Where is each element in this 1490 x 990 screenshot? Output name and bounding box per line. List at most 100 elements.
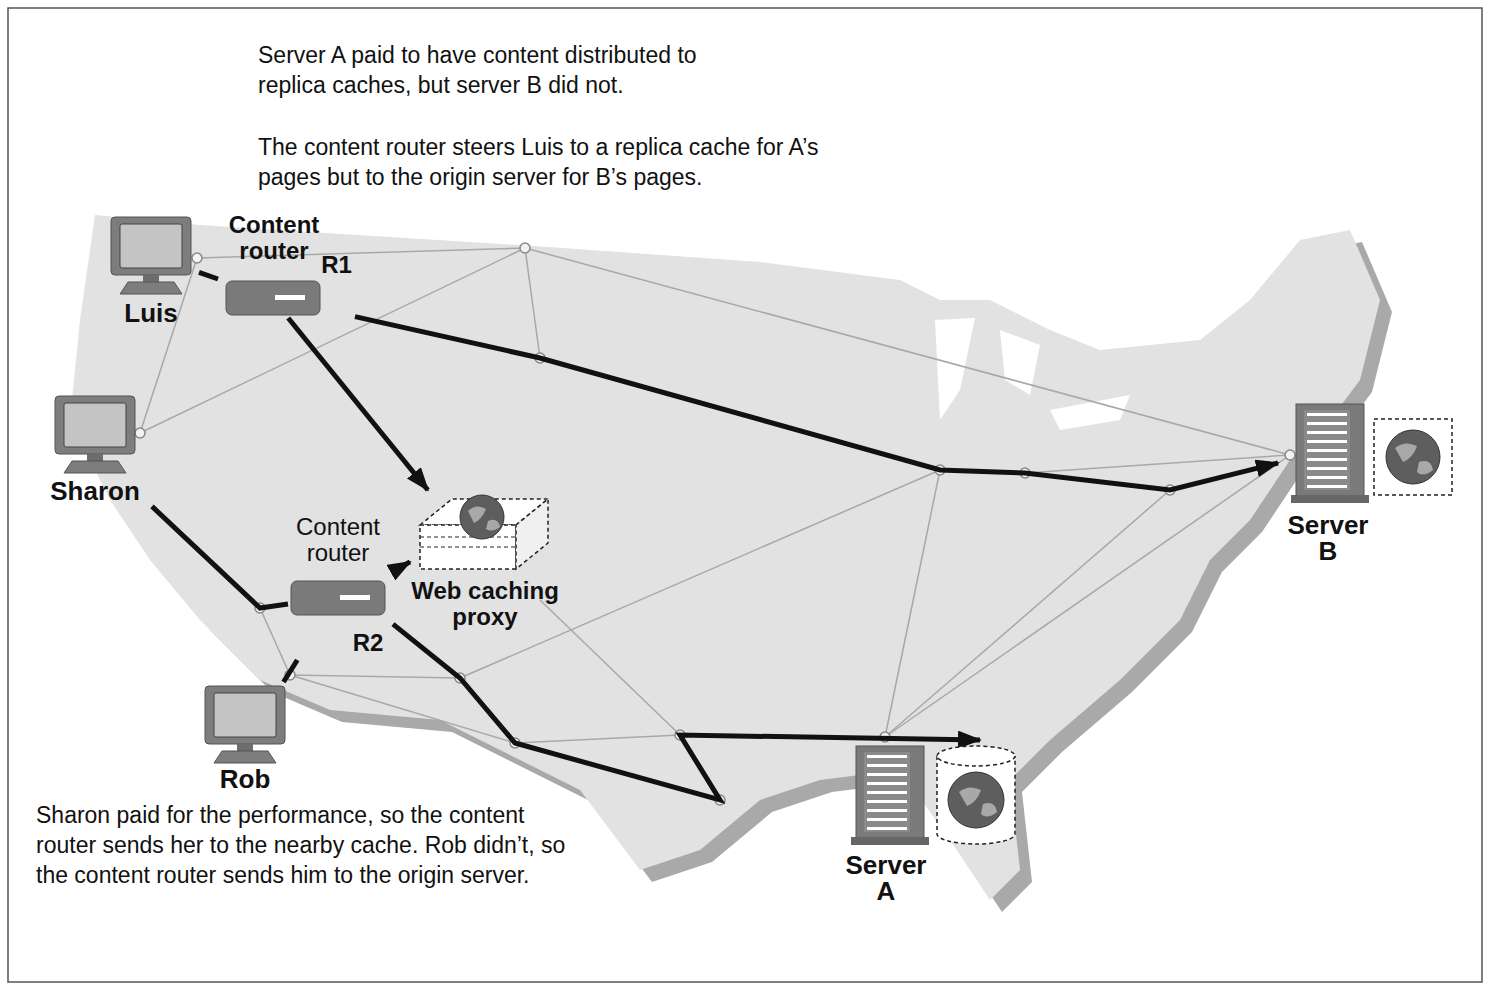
server-icon	[855, 745, 925, 845]
icon-part	[515, 735, 680, 743]
icon-part	[120, 282, 182, 294]
frame	[8, 8, 1482, 982]
icon-part	[1291, 495, 1369, 503]
icon-part	[1307, 485, 1347, 488]
icon-part	[255, 603, 265, 613]
icon-part	[260, 608, 290, 675]
icon-part	[959, 787, 997, 816]
route-path	[199, 272, 218, 279]
icon-part	[867, 782, 907, 785]
icon-part	[867, 827, 907, 830]
icon-part	[516, 499, 548, 569]
icon-part	[1285, 450, 1295, 460]
icon-part	[867, 791, 907, 794]
router-icon	[290, 580, 386, 616]
router-icon	[225, 280, 321, 316]
route-path	[393, 624, 980, 800]
icon-part	[1307, 413, 1347, 416]
icon-part	[948, 772, 1004, 828]
device-label: Sharon	[40, 478, 150, 504]
icon-part	[867, 809, 907, 812]
icon-part	[880, 732, 890, 742]
icon-part	[192, 253, 202, 263]
icon-part	[1307, 431, 1347, 434]
icon-part	[205, 686, 285, 744]
icon-part	[1395, 443, 1433, 474]
icon-part	[675, 730, 685, 740]
device-label: Web caching proxy	[410, 578, 560, 630]
icon-part	[135, 428, 145, 438]
note-text: Sharon paid for the performance, so the …	[36, 800, 576, 890]
icon-part	[64, 403, 126, 447]
note-text: Server A paid to have content distribute…	[258, 40, 728, 100]
route-path	[393, 562, 410, 572]
icon-part	[1304, 410, 1350, 490]
icon-part	[1025, 455, 1290, 473]
route-path	[284, 660, 298, 682]
icon-part	[290, 675, 460, 678]
icon-part	[285, 670, 295, 680]
icon-part	[520, 243, 530, 253]
globeBox-icon	[1373, 418, 1453, 496]
icon-part	[885, 490, 1170, 737]
route-path	[152, 506, 288, 608]
icon-part	[885, 455, 1290, 737]
icon-part	[935, 465, 945, 475]
icon-part	[937, 746, 1015, 766]
icon-part	[1307, 440, 1347, 443]
icon-part	[291, 581, 385, 615]
icon-part	[1307, 476, 1347, 479]
device-label: Server A	[836, 852, 936, 904]
icon-part	[937, 756, 1015, 844]
network-device: Content routerR2	[288, 514, 393, 660]
icon-part	[460, 495, 504, 539]
network-device: Sharon	[40, 392, 152, 510]
device-label: Content router	[218, 212, 330, 264]
computer-icon	[110, 216, 192, 296]
network-device: Server A	[836, 740, 1018, 906]
proxy-icon	[418, 493, 550, 577]
icon-part	[455, 673, 465, 683]
network-device: Content routerR1	[218, 212, 355, 318]
icon-part	[525, 248, 540, 358]
icon-part	[1307, 467, 1347, 470]
icon-part	[111, 217, 191, 275]
icon-part	[864, 752, 910, 832]
device-label: Luis	[105, 300, 197, 326]
network-device: Web caching proxy	[410, 490, 562, 640]
icon-part	[1307, 449, 1347, 452]
icon-part	[214, 751, 276, 763]
network-device: Rob	[195, 682, 297, 797]
icon-part	[120, 224, 182, 268]
server-icon	[1295, 403, 1365, 503]
icon-part	[420, 537, 516, 538]
computer-icon	[204, 685, 286, 765]
icon-part	[420, 547, 516, 548]
route-path	[355, 317, 1278, 490]
network-device: Server B	[1278, 400, 1458, 566]
icon-part	[275, 295, 305, 300]
network-links	[140, 248, 1290, 743]
map-land	[70, 215, 1380, 900]
route-path	[288, 318, 428, 490]
icon-part	[715, 795, 725, 805]
icon-part	[214, 693, 276, 737]
icon-part	[867, 800, 907, 803]
device-label: Server B	[1278, 512, 1378, 564]
icon-part	[226, 281, 320, 315]
great-lake	[935, 318, 975, 420]
icon-part	[340, 595, 370, 600]
icon-part	[867, 764, 907, 767]
icon-part	[525, 248, 1290, 455]
network-device: Luis	[105, 212, 199, 337]
device-label: R1	[320, 252, 353, 278]
icon-part	[1020, 468, 1030, 478]
icon-part	[510, 738, 520, 748]
note-text: The content router steers Luis to a repl…	[258, 132, 838, 192]
icon-part	[851, 837, 929, 845]
icon-part	[468, 506, 500, 530]
device-label: R2	[350, 630, 386, 656]
cylinder-icon	[935, 744, 1017, 846]
icon-part	[1374, 419, 1452, 495]
icon-part	[867, 773, 907, 776]
